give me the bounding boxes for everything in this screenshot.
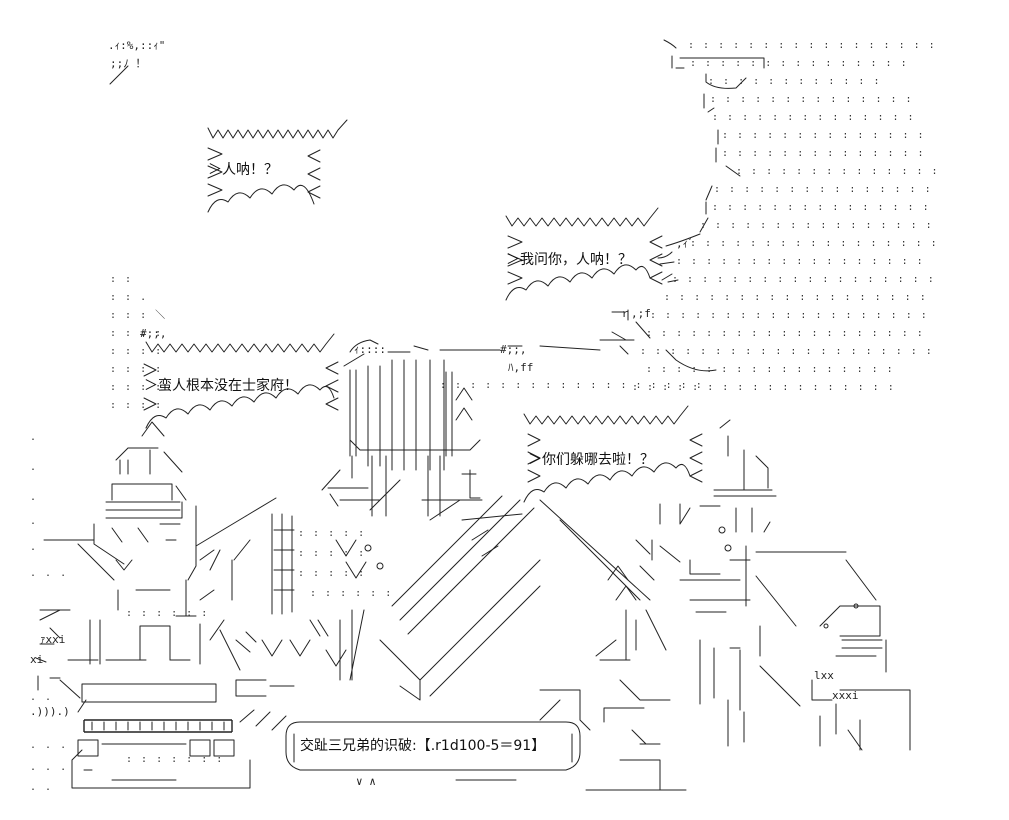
top-left-squiggle xyxy=(109,65,129,85)
left-edge-marks xyxy=(35,609,87,713)
svg-text:: : : : : : : : : : : : : : :: : : : : : : : : : : : : : : : : : xyxy=(646,364,894,375)
deco-mid-mark-3: ﾊ,ff xyxy=(508,361,534,374)
svg-text:: : : : : : : : : : : : : :: : : : : : : : : : : : : : : xyxy=(722,148,925,159)
svg-text:. . .: . . . xyxy=(30,740,68,751)
svg-text:: : : : : : : : : : : : : :: : : : : : : : : : : : : : : xyxy=(712,112,915,123)
deco-right-mark-2: ,ｨﾞ xyxy=(676,237,694,250)
deco-right-mark-4: lxx xyxy=(814,669,834,682)
svg-text:.: . xyxy=(30,542,38,553)
svg-text:. .: . . xyxy=(30,692,53,703)
deco-left-mark-2: ｧxxi xyxy=(40,633,66,646)
caption-frame xyxy=(285,721,581,771)
dice-caption-text: 交趾三兄弟的识破:【.r1d100-5＝91】 xyxy=(300,738,546,754)
svg-text:: : : : : :: : : : : : : xyxy=(310,588,393,599)
bubble-middle-left-text: ＞蛮人根本没在士家府！ xyxy=(144,378,298,394)
deco-left-mark-3: xi xyxy=(30,653,44,666)
svg-text:: : : : : : : : : : : : : : :: : : : : : : : : : : : : : : : xyxy=(712,202,930,213)
bubble-top-left-border xyxy=(207,119,348,213)
right-wall-edge xyxy=(599,39,765,372)
svg-text:: : : :: : : : : xyxy=(110,346,163,357)
svg-text:: : : ＼: : : : ＼ xyxy=(110,309,167,321)
bubble-top-left-text: ＞人呐！？ xyxy=(208,162,278,178)
svg-text:: : : : : : : : : : : : : : :: : : : : : : : : : : : : : : : : xyxy=(700,220,933,231)
svg-text:: :: : : xyxy=(110,274,133,285)
deco-right-mark-3: xxxi xyxy=(832,689,859,702)
deco-left-mark-4: .))).) xyxy=(30,705,70,718)
svg-text:.: . xyxy=(30,462,38,473)
svg-text:.: . xyxy=(30,432,38,443)
svg-text:: : : : : : : : : : : :: : : : : : : : : : : : : xyxy=(708,76,881,87)
svg-text:: : .: : : . xyxy=(110,292,148,303)
svg-text:. . .: . . . xyxy=(30,568,68,579)
deco-mid-mark-1: ｨ:::: xyxy=(354,343,386,356)
deco-top-left-1: .ｨ:%,::ｨ" xyxy=(108,39,166,52)
svg-text:.: . xyxy=(30,492,38,503)
palace-building xyxy=(231,339,651,781)
left-figure xyxy=(43,421,295,789)
svg-text:: : : : : : : : : : : : : : :: : : : : : : : : : : : : : : : : : xyxy=(690,238,938,249)
deco-top-left-2: ;;ﾉ ！ xyxy=(110,57,147,70)
svg-text:: : : : :: : : : : : xyxy=(298,568,366,579)
svg-text:: : : : : : : : : : : : : :: : : : : : : : : : : : : : : xyxy=(736,166,939,177)
bubble-top-right-text: ＞我问你，人呐！？ xyxy=(506,252,632,268)
svg-text:: : : :: : : : : xyxy=(110,382,163,393)
svg-text:.: . xyxy=(30,516,38,527)
bubble-middle-left-border xyxy=(143,333,339,429)
svg-text:: : : : : : : : : : : : : : :: : : : : : : : : : : : : : : : : : : : xyxy=(646,328,924,339)
bubble-middle-right-text: ＞你们躲哪去啦！？ xyxy=(528,452,654,468)
svg-text:: : : : : : : : : : : : : : :: : : : : : : : : : : : : : : : xyxy=(714,184,932,195)
svg-text:: : : :: : : : : xyxy=(110,328,163,339)
svg-text:. . .: . . . xyxy=(30,762,68,773)
bubble-top-right-border xyxy=(505,207,663,301)
svg-text:: : : : :: : : : : : xyxy=(298,548,366,559)
svg-text:: : : :: : : : : xyxy=(110,364,163,375)
right-figure xyxy=(539,419,911,791)
svg-text:: : : : : : : : : : : : : :: : : : : : : : : : : : : : : xyxy=(722,130,925,141)
svg-text:: : : : : : : : : : : : : : :: : : : : : : : : : : : : : : : : : xyxy=(676,256,924,267)
svg-text:: : : : : : : : : : : : : :: : : : : : : : : : : : : : : xyxy=(710,94,913,105)
deco-mid-mark-2: #;;, xyxy=(500,343,527,356)
deco-right-mark-1: ｒ,;f xyxy=(620,307,651,320)
svg-text:: : : : : : : : : : : : : : :: : : : : : : : : : : : : : : : : : : xyxy=(632,382,895,393)
dotted-texture: : : : : : : : : : : : : : : : : : : : : … xyxy=(30,40,939,793)
svg-text:: : : : : : : : : : : : : : :: : : : : : : : : : : : : : : : : : : : : xyxy=(640,346,933,357)
deco-bottom-mark: ∨ ∧ xyxy=(356,775,376,788)
svg-text:: : : : : : : : : : : : : : :: : : : : : : : : : : : : : : : : : : xyxy=(440,380,703,391)
svg-text:: : : :: : : : : xyxy=(110,400,163,411)
svg-text:: : : : : :: : : : : : : xyxy=(126,608,209,619)
svg-text:: : : : :: : : : : : xyxy=(298,528,366,539)
svg-text:. .: . . xyxy=(30,782,53,793)
svg-text:: : : : : : : : : : : : : : :: : : : : : : : : : : : : : : : : : : xyxy=(664,292,927,303)
svg-text:: : : : : : : : : : : : : : :: : : : : : : : : : : : : : : : xyxy=(690,58,908,69)
svg-text:: : : : : : : : : : : : : : :: : : : : : : : : : : : : : : : : : xyxy=(688,40,936,51)
svg-text:: : : : : : : : : : : : : : :: : : : : : : : : : : : : : : : : : : xyxy=(672,274,935,285)
svg-text:: : : : : : :: : : : : : : : xyxy=(126,754,224,765)
deco-left-mark-1: #;;, xyxy=(140,327,167,340)
svg-text:: : : : : : : : : : : : : : :: : : : : : : : : : : : : : : : : : : : xyxy=(650,310,928,321)
bubble-middle-right-border xyxy=(523,405,703,503)
